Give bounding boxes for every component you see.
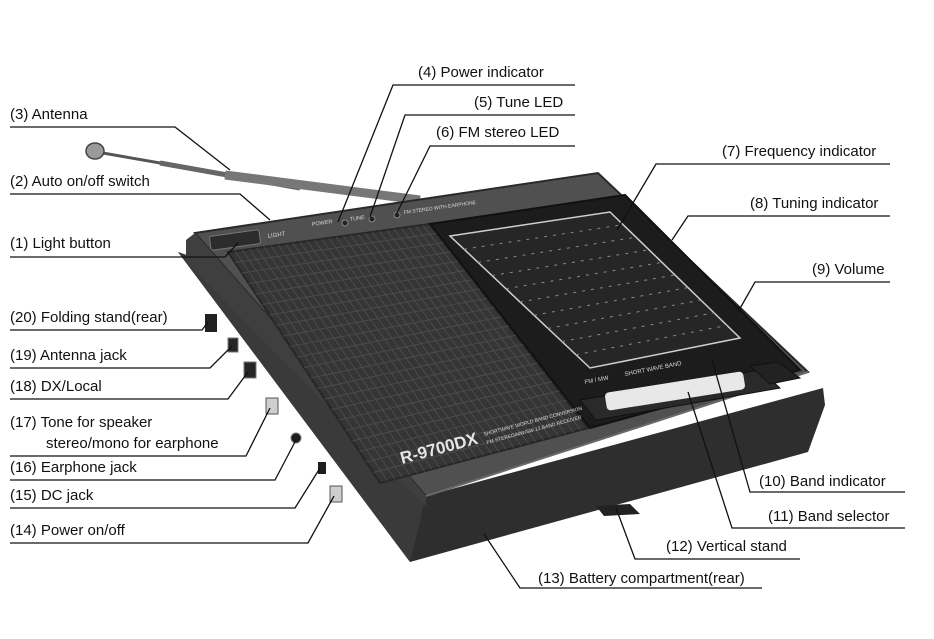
label-power-on-off: (14) Power on/off [10, 522, 125, 539]
volume-wheel [748, 361, 802, 385]
grille-line [255, 260, 459, 295]
grille-line [352, 390, 560, 442]
band-selector [605, 371, 745, 411]
label-light-button: (1) Light button [10, 235, 111, 252]
grille-line [262, 269, 466, 305]
grille-line [234, 232, 438, 263]
scale-row [575, 324, 728, 356]
label-antenna: (3) Antenna [10, 106, 88, 123]
band-text-1: FM / MW [584, 375, 609, 386]
scale-row [561, 312, 715, 343]
label-tuning-indicator: (8) Tuning indicator [750, 195, 879, 212]
frequency-scale [448, 211, 742, 369]
label-power-indicator: (4) Power indicator [418, 64, 544, 81]
grille-line [303, 325, 510, 368]
label-tune-led: (5) Tune LED [474, 94, 564, 111]
radio-body [178, 171, 825, 562]
grille-line [317, 344, 524, 389]
grille-line [366, 408, 574, 463]
label-battery-compartment: (13) Battery compartment(rear) [538, 570, 745, 587]
grille-line [345, 381, 553, 431]
light-button-shape [209, 229, 261, 251]
grille-line [310, 334, 517, 379]
label-frequency-indicator: (7) Frequency indicator [722, 143, 877, 160]
power-text: POWER [311, 219, 332, 228]
tune-text: TUNE [349, 215, 365, 223]
label-band-indicator: (10) Band indicator [759, 473, 886, 490]
grille-line [359, 399, 567, 452]
grille-line [338, 371, 546, 421]
label-dc-jack: (15) DC jack [10, 487, 94, 504]
speaker-grille [226, 222, 590, 485]
grille-line [296, 316, 502, 358]
label-vertical-stand: (12) Vertical stand [666, 538, 787, 555]
label-dx-local: (18) DX/Local [10, 378, 102, 395]
grille-line [290, 306, 495, 347]
antenna [85, 142, 421, 205]
label-auto-on-off-switch: (2) Auto on/off switch [10, 173, 150, 190]
label-band-selector: (11) Band selector [768, 508, 890, 525]
label-antenna-jack: (19) Antenna jack [10, 347, 127, 364]
label-volume: (9) Volume [812, 261, 885, 278]
grille-pattern [234, 224, 581, 482]
label-earphone-jack: (16) Earphone jack [10, 459, 137, 476]
label-folding-stand: (20) Folding stand(rear) [10, 309, 168, 326]
grille-line [241, 242, 445, 274]
grille-line [248, 251, 452, 284]
leader-lines [10, 84, 905, 589]
grille-line [331, 362, 538, 410]
label-stereo-mono-earphone: stereo/mono for earphone [46, 435, 219, 452]
light-text: LIGHT [267, 232, 286, 240]
grille-line [276, 288, 481, 326]
label-tone-speaker: (17) Tone for speaker [10, 414, 153, 431]
grille-line [283, 297, 488, 337]
grille-line [324, 353, 531, 400]
label-fm-stereo-led: (6) FM stereo LED [436, 124, 560, 141]
grille-line [269, 279, 474, 316]
grille-line [372, 418, 581, 473]
